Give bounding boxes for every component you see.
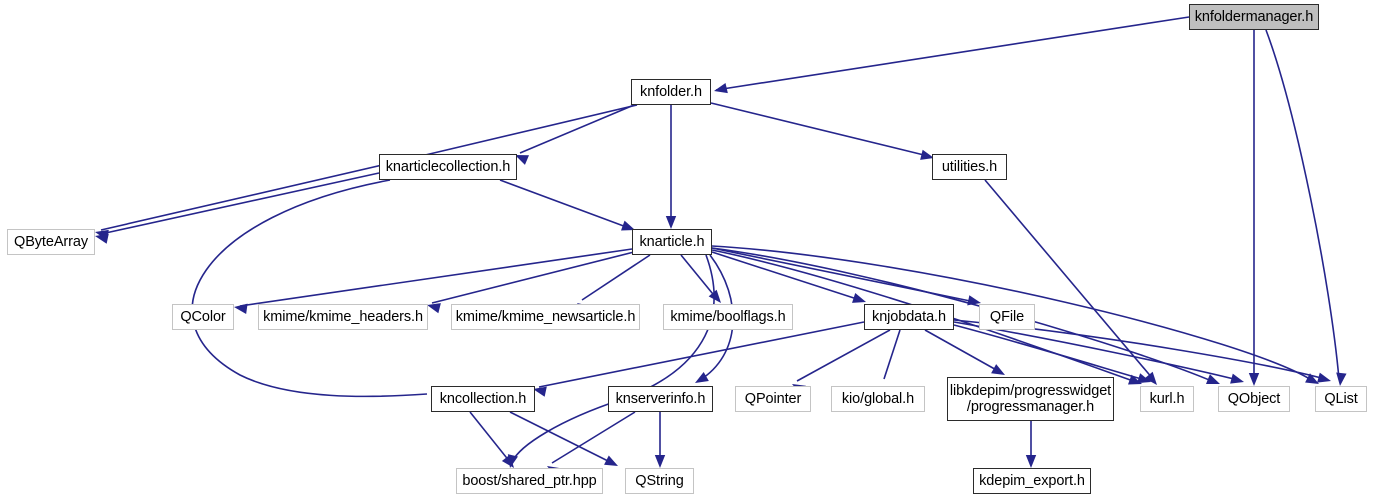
arrowhead-knjobdata-to-qobject [1230, 373, 1244, 384]
edge-knjobdata-to-progressmanager [924, 329, 1001, 373]
arrowhead-knarticle-to-qlist [1305, 373, 1319, 384]
node-knfoldermanager[interactable]: knfoldermanager.h [1189, 4, 1319, 30]
node-kdepim_export[interactable]: kdepim_export.h [973, 468, 1091, 494]
arrowhead-knarticlecollection-to-knarticle [621, 220, 635, 231]
node-knarticle[interactable]: knarticle.h [632, 229, 712, 255]
node-qpointer[interactable]: QPointer [735, 386, 811, 412]
edge-knfoldermanager-to-knfolder [715, 16, 1190, 91]
edge-knfolder-to-qbytearray [100, 104, 638, 231]
node-boost_shared_ptr[interactable]: boost/shared_ptr.hpp [456, 468, 603, 494]
edge-knjobdata-to-kurl [953, 324, 1146, 381]
arrowhead-utilities-to-kurl [1144, 371, 1157, 385]
node-qobject[interactable]: QObject [1218, 386, 1290, 412]
arrowhead-kncollection-to-qstring [604, 455, 618, 466]
arrowhead-kncollection-to-boost_shared_ptr [501, 454, 514, 468]
node-qstring[interactable]: QString [625, 468, 694, 494]
edge-knarticle-to-qlist [711, 245, 1314, 382]
arrowhead-knfolder-to-knarticle [665, 216, 677, 229]
node-qfile[interactable]: QFile [979, 304, 1035, 330]
node-knfolder[interactable]: knfolder.h [631, 79, 711, 105]
arrowhead-progressmanager-to-kdepim_export [1025, 455, 1037, 468]
node-kmime_newsarticle[interactable]: kmime/kmime_newsarticle.h [451, 304, 640, 330]
node-qlist[interactable]: QList [1315, 386, 1367, 412]
edge-knarticle-to-kmime_headers [431, 251, 635, 304]
edge-knjobdata-to-qpointer [796, 329, 891, 382]
node-kmime_headers[interactable]: kmime/kmime_headers.h [258, 304, 428, 330]
edge-knarticlecollection-to-kncollection [191, 179, 428, 398]
edge-knarticle-to-qcolor [239, 248, 633, 307]
arrowhead-knarticle-to-knserverinfo [695, 371, 709, 383]
node-progressmanager[interactable]: libkdepim/progresswidget /progressmanage… [947, 377, 1114, 421]
node-knarticlecollection[interactable]: knarticlecollection.h [379, 154, 517, 180]
arrowhead-knjobdata-to-kurl [1137, 373, 1151, 384]
edge-knarticle-to-boolflags [680, 254, 718, 300]
arrowhead-knarticle-to-qobject [1205, 374, 1220, 384]
arrowhead-knfoldermanager-to-knfolder [714, 83, 728, 94]
edge-utilities-to-kurl [984, 179, 1154, 380]
node-qbytearray[interactable]: QByteArray [7, 229, 95, 255]
arrowhead-knjobdata-to-qlist [1317, 372, 1331, 383]
node-kncollection[interactable]: kncollection.h [431, 386, 535, 412]
edge-knfolder-to-knarticlecollection [519, 104, 635, 154]
edge-knarticle-to-kmime_newsarticle [581, 254, 651, 301]
edge-knarticle-to-knjobdata [711, 251, 861, 301]
node-boolflags[interactable]: kmime/boolflags.h [663, 304, 793, 330]
node-knjobdata[interactable]: knjobdata.h [864, 304, 954, 330]
edge-knarticlecollection-to-qbytearray [100, 172, 380, 235]
arrowhead-knfolder-to-utilities [920, 149, 934, 160]
node-knserverinfo[interactable]: knserverinfo.h [608, 386, 713, 412]
arrowhead-knarticlecollection-to-qbytearray [95, 233, 109, 244]
edge-knjobdata-to-kio_global [883, 329, 901, 380]
arrowhead-knarticle-to-knjobdata [852, 293, 866, 303]
arrowhead-knfoldermanager-to-qobject [1248, 373, 1260, 386]
arrowhead-knarticle-to-qcolor [234, 303, 248, 314]
arrowhead-knfolder-to-knarticlecollection [515, 155, 529, 165]
arrowhead-knjobdata-to-progressmanager [991, 364, 1005, 375]
edge-knfolder-to-utilities [710, 102, 929, 157]
edge-kncollection-to-boost_shared_ptr [469, 411, 511, 463]
node-kurl[interactable]: kurl.h [1140, 386, 1194, 412]
node-qcolor[interactable]: QColor [172, 304, 234, 330]
edge-knjobdata-to-kncollection [538, 321, 865, 388]
arrowhead-knfoldermanager-to-qlist [1336, 372, 1347, 386]
edge-knarticlecollection-to-knarticle [499, 179, 630, 229]
edge-kncollection-to-qstring [509, 411, 613, 464]
arrowhead-knarticle-to-kmime_headers [427, 303, 441, 314]
node-utilities[interactable]: utilities.h [932, 154, 1007, 180]
arrowhead-knserverinfo-to-qstring [654, 455, 666, 468]
node-kio_global[interactable]: kio/global.h [831, 386, 925, 412]
edge-knfoldermanager-to-qlist [1265, 29, 1340, 380]
arrowhead-knjobdata-to-kncollection [533, 386, 547, 397]
edge-knserverinfo-to-boost_shared_ptr [551, 411, 636, 464]
